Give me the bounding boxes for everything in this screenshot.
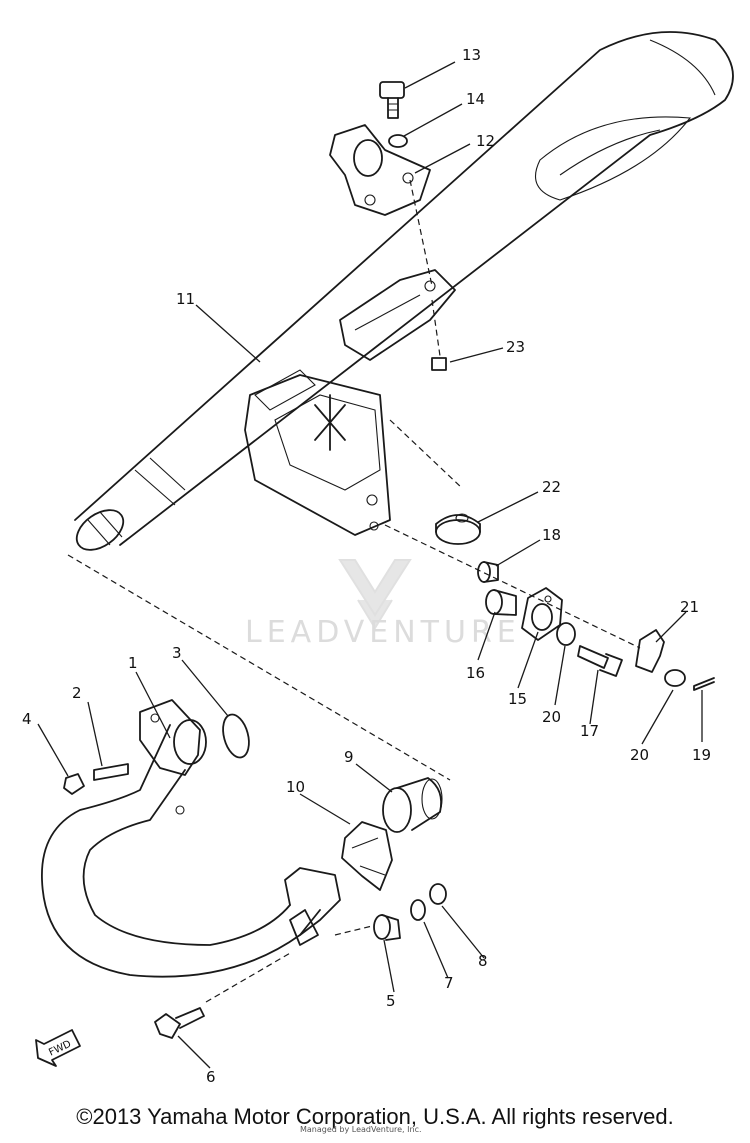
label-part-17: 17 [580,722,599,740]
label-part-19: 19 [692,746,711,764]
label-part-20-a: 20 [542,708,561,726]
part-20-washer-b [664,669,686,687]
part-6-bolt [154,1007,205,1039]
label-part-3: 3 [172,644,182,662]
part-18-bolt [477,561,499,583]
label-part-13: 13 [462,46,481,64]
part-1-exhaust-pipe [41,699,341,978]
watermark: LEADVENTURE [245,559,521,650]
part-19-pin [693,677,715,691]
label-part-18: 18 [542,526,561,544]
leader-lines [37,61,703,1069]
watermark-logo [338,559,412,630]
label-part-15: 15 [508,690,527,708]
watermark-text: LEADVENTURE [245,615,521,650]
part-4-nut [63,773,85,795]
label-part-12: 12 [476,132,495,150]
label-part-16: 16 [466,664,485,682]
copyright-notice: ©2013 Yamaha Motor Corporation, U.S.A. A… [76,1104,674,1129]
part-20-washer-a [556,622,576,646]
part-14-washer [388,134,408,148]
part-9-sleeve [382,777,443,833]
part-13-bolt [379,81,405,119]
part-5-collar [373,914,401,941]
credit-line: Managed by LeadVenture, Inc. [300,1125,422,1134]
label-part-22: 22 [542,478,561,496]
part-15-stay [521,587,563,641]
label-part-4: 4 [22,710,32,728]
part-12-bracket [329,124,431,216]
part-22-damper [435,513,481,545]
label-part-2: 2 [72,684,82,702]
fwd-arrow-icon: FWD [35,1029,81,1067]
part-10-clamp [341,821,393,891]
label-part-21: 21 [680,598,699,616]
label-part-14: 14 [466,90,485,108]
label-part-7: 7 [444,974,454,992]
label-part-20-b: 20 [630,746,649,764]
part-3-gasket [222,713,250,759]
label-part-11: 11 [176,290,195,308]
part-number-labels: 13 14 12 11 23 22 18 21 16 15 20 17 20 1… [22,46,711,1086]
label-part-6: 6 [206,1068,216,1086]
label-part-8: 8 [478,952,488,970]
label-part-1: 1 [128,654,138,672]
alignment-lines [67,179,641,1003]
part-16-collar [485,589,517,616]
part-8-nut [429,883,447,905]
part-17-bolt [577,645,623,677]
label-part-5: 5 [386,992,396,1010]
label-part-23: 23 [506,338,525,356]
part-7-ring [410,899,426,921]
label-part-9: 9 [344,748,354,766]
part-21-clip [635,629,665,673]
muffler [74,31,734,551]
label-part-10: 10 [286,778,305,796]
part-2-stud [93,763,129,781]
part-23-nut [431,357,447,371]
